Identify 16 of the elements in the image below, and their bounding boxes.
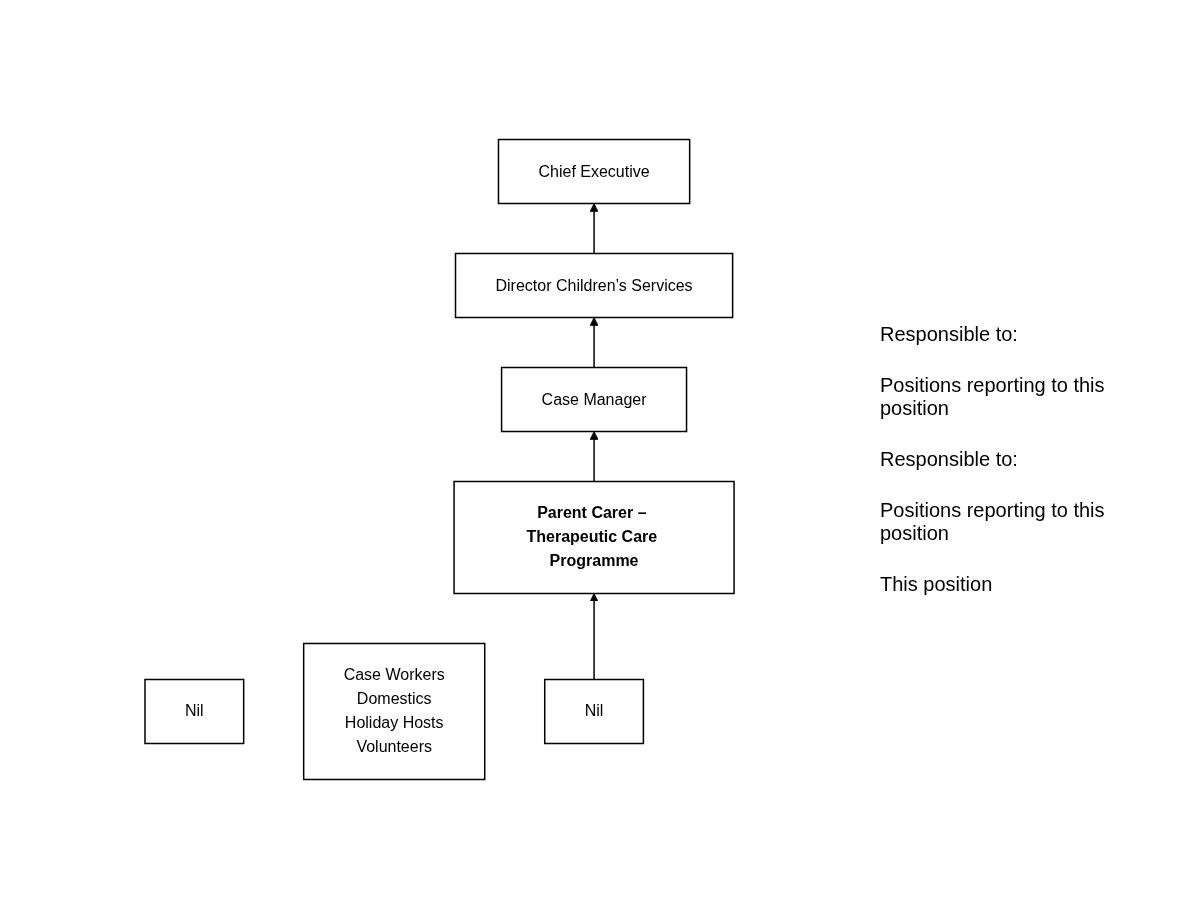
note-text: This position [880, 573, 994, 596]
note-text: Positions reporting to this position [880, 499, 1106, 545]
arrow [590, 431, 599, 483]
node-box: Nil [544, 678, 645, 745]
note-text: Responsible to: [880, 323, 1019, 346]
node-box: Chief Executive [498, 138, 691, 205]
node-box: Director Children’s Services [455, 252, 734, 319]
note-text: Positions reporting to this position [880, 374, 1106, 420]
arrow [590, 203, 599, 255]
arrow [590, 317, 599, 369]
node-box: Case Workers Domestics Holiday Hosts Volunteers [303, 642, 486, 781]
node-box: Case Manager [501, 366, 688, 433]
note-text: Responsible to: [880, 448, 1019, 471]
node-box: Parent Carer – Therapeutic Care Programme [453, 480, 736, 595]
arrow [590, 593, 599, 681]
node-box: Nil [144, 678, 245, 745]
